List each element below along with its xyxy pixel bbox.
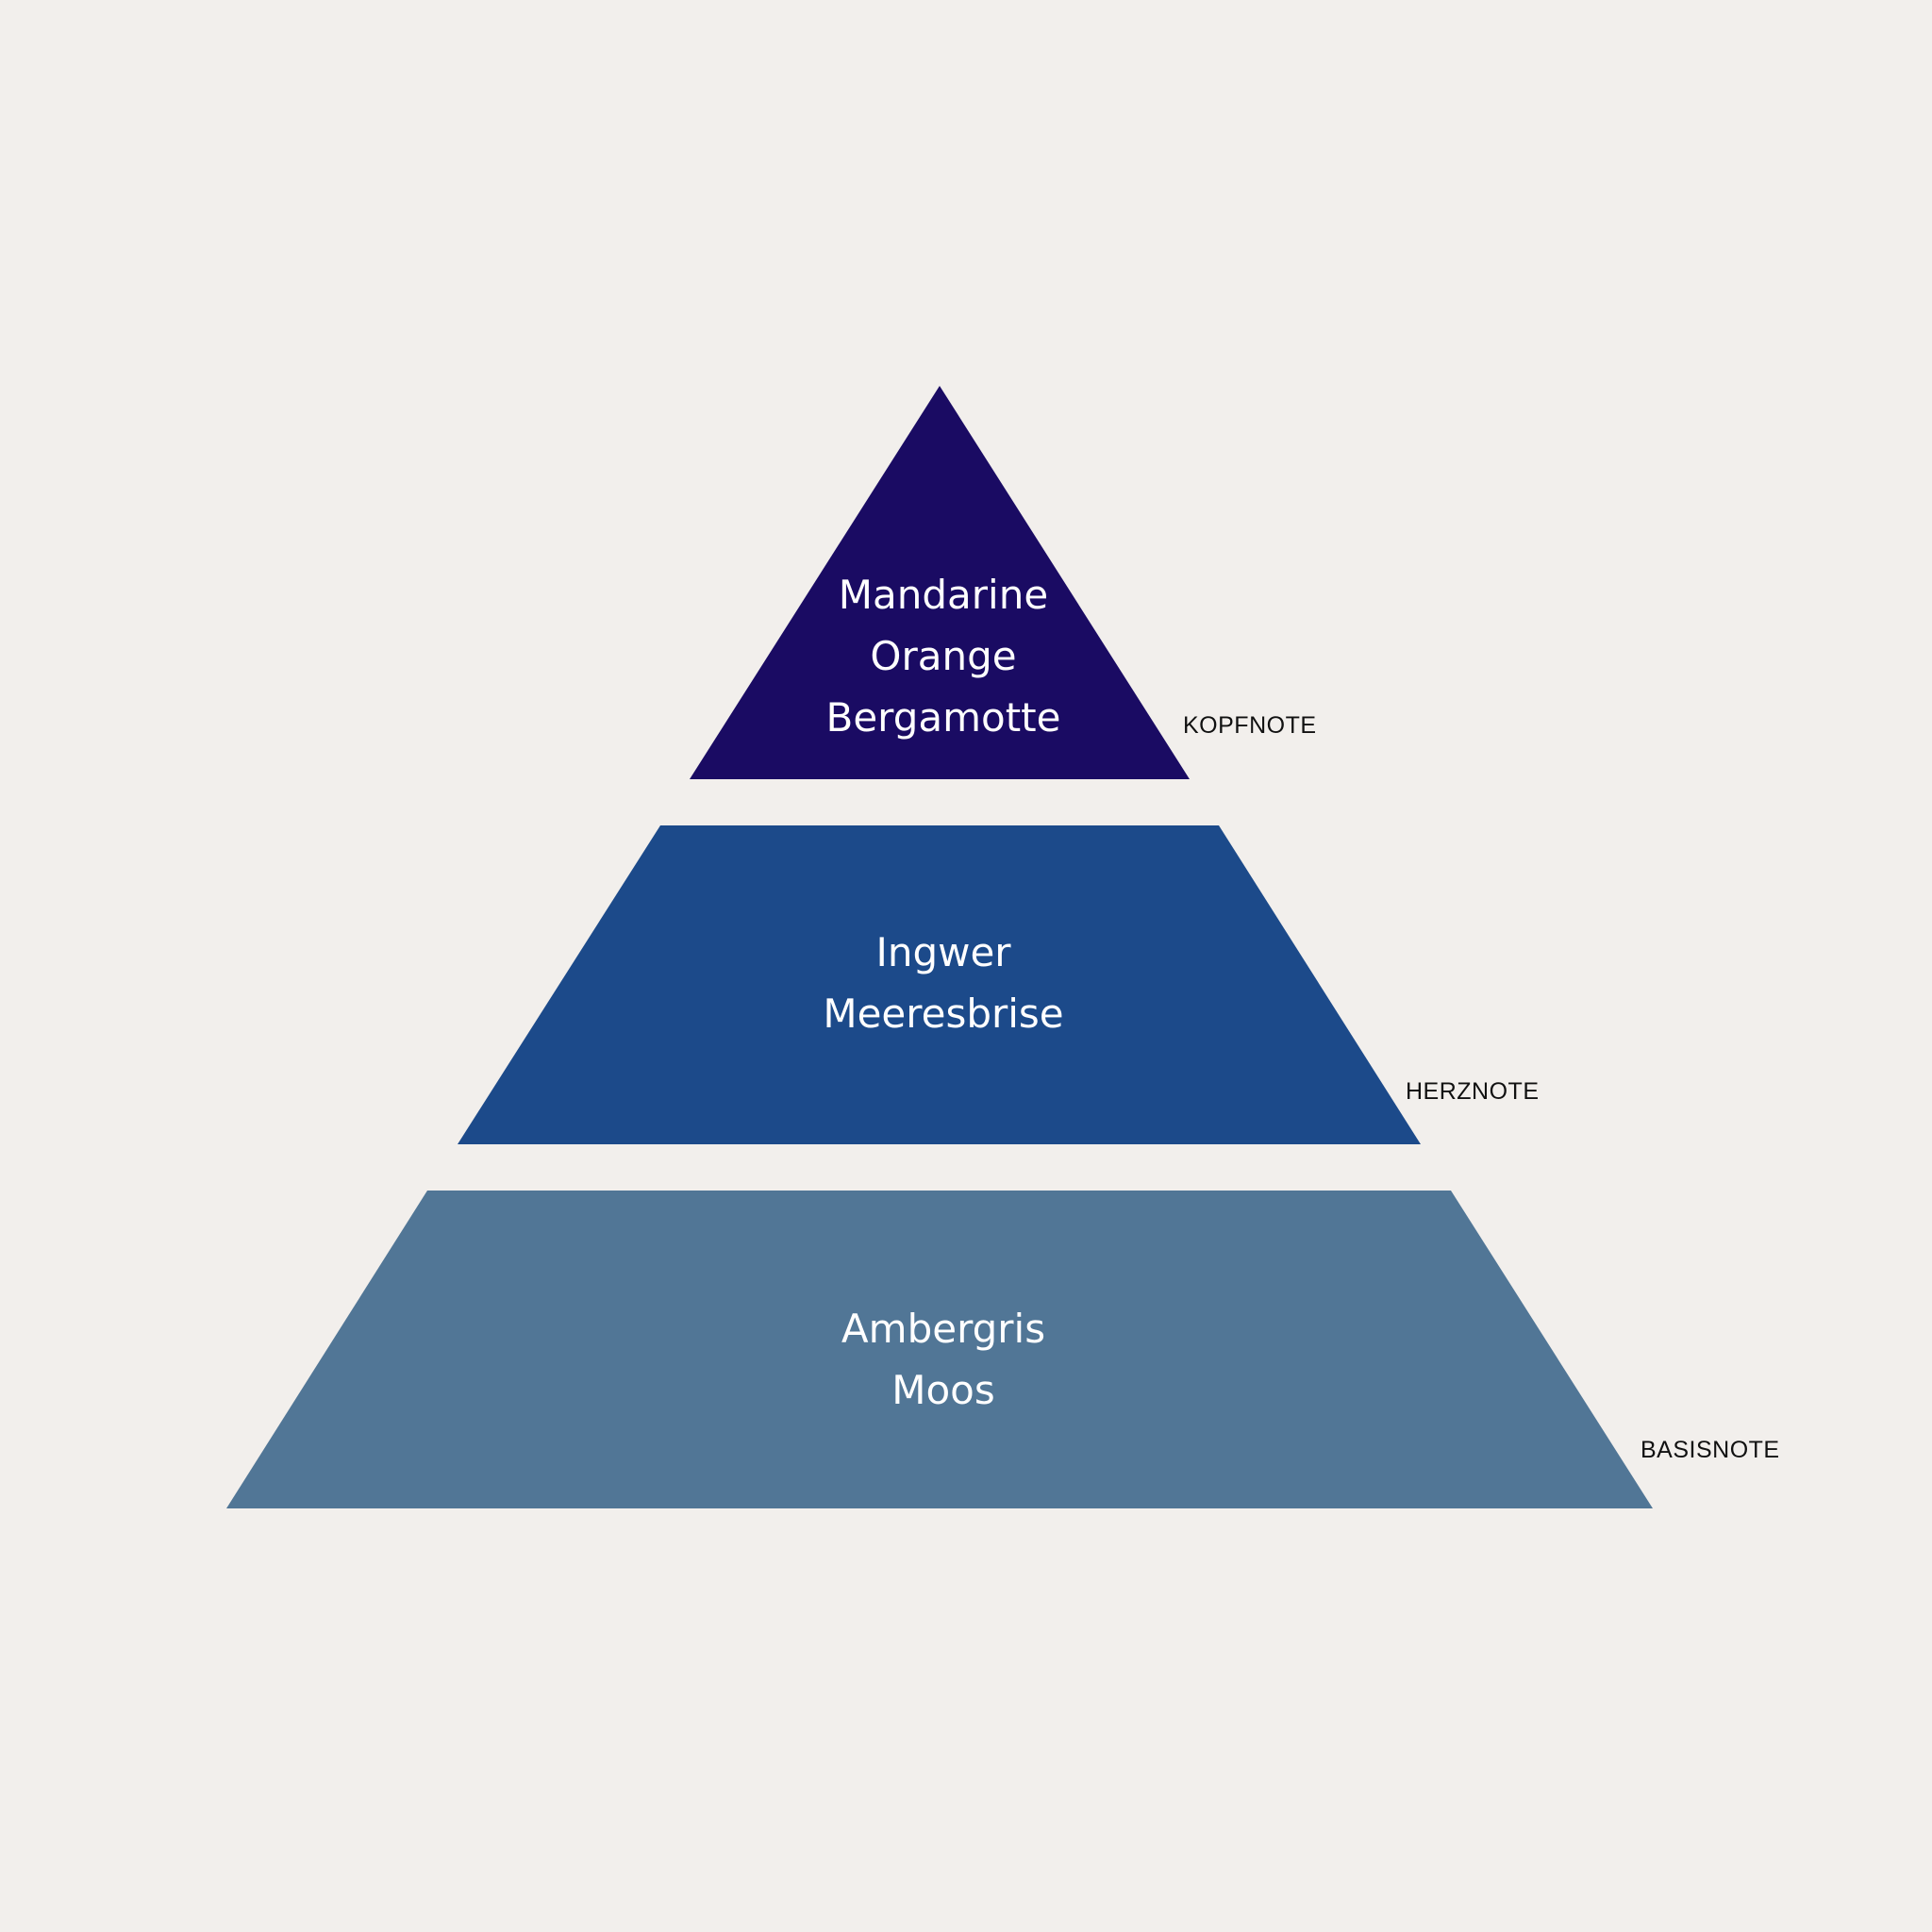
middle-tier-notes: Ingwer Meeresbrise	[0, 922, 1887, 1044]
note-item: Mandarine	[838, 572, 1049, 618]
middle-tier-trapezoid	[458, 825, 1421, 1144]
bottom-tier-trapezoid	[226, 1191, 1653, 1508]
top-tier-label: KOPFNOTE	[1183, 712, 1317, 739]
bottom-tier-label: BASISNOTE	[1641, 1437, 1780, 1463]
top-tier-notes: Mandarine Orange Bergamotte	[0, 564, 1887, 748]
note-item: Ambergris	[841, 1306, 1046, 1352]
note-item: Bergamotte	[825, 694, 1061, 741]
note-item: Moos	[891, 1367, 995, 1413]
middle-tier-label: HERZNOTE	[1406, 1078, 1540, 1105]
note-item: Meeresbrise	[823, 991, 1064, 1037]
note-item: Orange	[870, 633, 1017, 679]
top-tier-triangle	[690, 386, 1190, 779]
bottom-tier-notes: Ambergris Moos	[0, 1298, 1887, 1421]
note-item: Ingwer	[875, 929, 1011, 975]
